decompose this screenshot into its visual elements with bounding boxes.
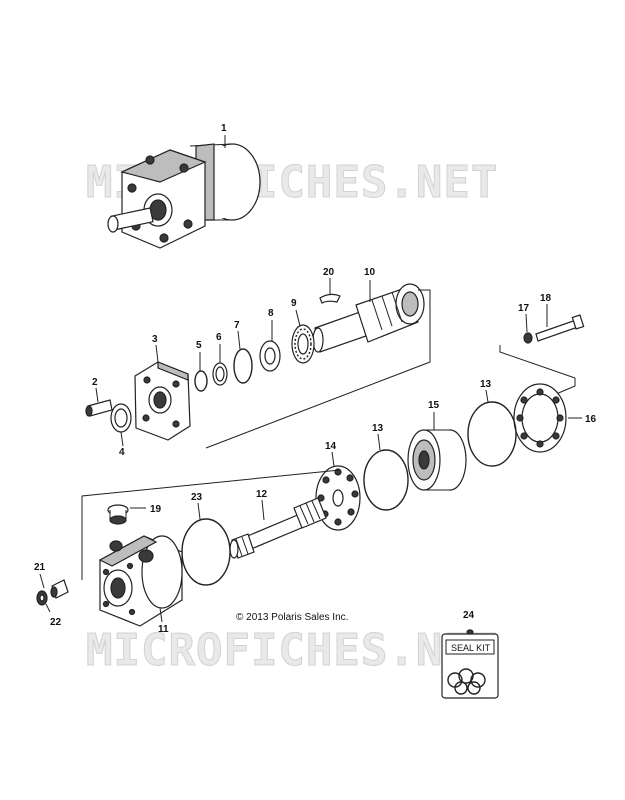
callout-7[interactable]: 7 [234, 320, 240, 331]
callout-16[interactable]: 16 [585, 414, 597, 425]
callout-12[interactable]: 12 [256, 489, 268, 500]
part-7-o-ring[interactable] [233, 348, 253, 384]
part-4-dust-seal[interactable] [110, 403, 132, 433]
part-17-washer[interactable] [523, 332, 533, 344]
part-20-key[interactable] [319, 293, 341, 304]
callout-19[interactable]: 19 [150, 504, 162, 515]
callout-10[interactable]: 10 [364, 267, 376, 278]
part-18-bolt[interactable] [535, 314, 585, 342]
part-8-bearing-race[interactable] [259, 340, 281, 372]
callout-9[interactable]: 9 [291, 298, 297, 309]
seal-kit-label: SEAL KIT [451, 643, 491, 653]
callout-1[interactable]: 1 [221, 123, 227, 134]
callout-3[interactable]: 3 [152, 334, 158, 345]
part-1-motor-assembly[interactable] [107, 143, 261, 249]
callout-13a[interactable]: 13 [480, 379, 492, 390]
part-21-fitting[interactable] [50, 579, 69, 599]
leader-9 [295, 309, 301, 327]
leader-11 [159, 607, 163, 623]
part-13-o-ring-right[interactable] [467, 401, 517, 467]
callout-23[interactable]: 23 [191, 492, 203, 503]
callout-17[interactable]: 17 [518, 303, 530, 314]
watermark-bottom: MICROFICHES.NET [86, 625, 498, 676]
leader-13a [485, 389, 489, 403]
part-9-thrust-bearing[interactable] [291, 324, 315, 364]
part-19-plug[interactable] [107, 504, 129, 525]
part-11-housing[interactable] [98, 535, 183, 627]
part-22-o-ring[interactable] [36, 590, 48, 606]
callout-11[interactable]: 11 [158, 624, 169, 635]
part-2-screw[interactable] [85, 399, 113, 417]
part-23-o-ring[interactable] [181, 518, 231, 586]
callout-5[interactable]: 5 [196, 340, 202, 351]
callout-20[interactable]: 20 [323, 267, 335, 278]
callout-24[interactable]: 24 [463, 610, 475, 621]
part-13-o-ring-left[interactable] [363, 449, 409, 511]
callout-15[interactable]: 15 [428, 400, 440, 411]
part-12-drive-shaft[interactable] [229, 497, 327, 559]
part-15-gerotor-set[interactable] [407, 429, 467, 491]
callout-13b[interactable]: 13 [372, 423, 384, 434]
callout-22[interactable]: 22 [50, 617, 62, 628]
leader-2 [95, 387, 99, 403]
part-24-seal-kit[interactable]: SEAL KIT [441, 629, 499, 699]
leader-14 [331, 451, 335, 467]
part-16-end-cover[interactable] [513, 383, 567, 453]
part-14-valve-plate[interactable] [315, 465, 361, 531]
leader-23 [197, 502, 201, 520]
leader-21 [39, 573, 45, 589]
callout-14[interactable]: 14 [325, 441, 337, 452]
callout-8[interactable]: 8 [268, 308, 274, 319]
callout-21[interactable]: 21 [34, 562, 46, 573]
callout-2[interactable]: 2 [92, 377, 98, 388]
leader-22 [45, 603, 51, 613]
callout-18[interactable]: 18 [540, 293, 552, 304]
leader-4 [120, 431, 124, 447]
leader-3 [155, 344, 159, 363]
assembly-line-lower [81, 469, 341, 580]
part-6-seal[interactable] [212, 362, 228, 386]
copyright-text: © 2013 Polaris Sales Inc. [236, 612, 348, 623]
part-5-backup-ring[interactable] [194, 370, 208, 392]
part-3-mounting-flange[interactable] [134, 361, 191, 441]
leader-7 [237, 330, 241, 350]
part-10-output-shaft[interactable] [312, 283, 425, 353]
callout-6[interactable]: 6 [216, 332, 222, 343]
assembly-line-upper [205, 289, 431, 449]
assembly-line-right [499, 345, 576, 401]
leader-17 [525, 313, 528, 333]
callout-4[interactable]: 4 [119, 447, 125, 458]
leader-13b [377, 433, 381, 451]
leader-12 [261, 499, 265, 521]
